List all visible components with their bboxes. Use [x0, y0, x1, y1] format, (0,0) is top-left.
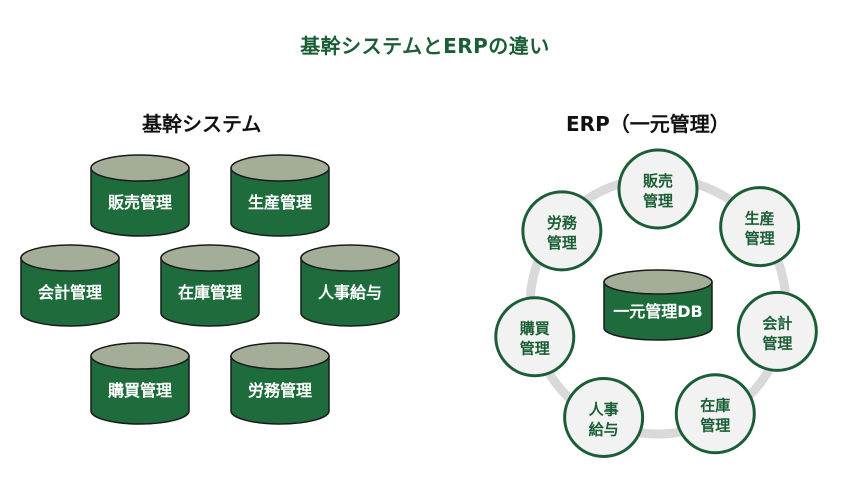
module-circle: [736, 290, 818, 372]
system-cylinder: 労務管理: [230, 342, 330, 425]
module-label-line1: 人事: [589, 400, 619, 418]
erp-module-node: 生産管理: [719, 186, 801, 268]
cylinder-top: [160, 244, 260, 272]
module-label-line2: 管理: [547, 234, 577, 252]
cylinder-label: 会計管理: [38, 283, 102, 302]
system-cylinder: 在庫管理: [160, 244, 260, 327]
central-database: 一元管理DB: [603, 269, 713, 341]
module-label-line1: 労務: [547, 214, 578, 232]
cylinder-top: [230, 154, 330, 182]
cylinder-top: [90, 154, 190, 182]
cylinder-body: [230, 355, 330, 425]
module-label-line2: 管理: [762, 334, 792, 352]
erp-module-node: 在庫管理: [674, 373, 756, 455]
module-label-line2: 給与: [589, 420, 619, 438]
cylinder-body: [300, 257, 400, 327]
module-label-line1: 購買: [519, 320, 550, 338]
module-circle: [719, 186, 801, 268]
module-circle: [617, 148, 699, 230]
cylinder-top: [90, 342, 190, 370]
cylinder-label: 生産管理: [248, 193, 312, 212]
cylinder-label: 販売管理: [108, 193, 172, 212]
diagram-title: 基幹システムとERPの違い: [300, 34, 550, 58]
system-cylinder: 購買管理: [90, 342, 190, 425]
cylinder-body: [230, 167, 330, 237]
cylinder-top: [20, 244, 120, 272]
erp-module-node: 人事給与: [563, 376, 645, 458]
cylinder-label: 人事給与: [318, 283, 382, 302]
module-label-line2: 管理: [520, 340, 550, 358]
cylinder-label: 在庫管理: [178, 283, 242, 302]
system-cylinder: 販売管理: [90, 154, 190, 237]
cylinder-label: 一元管理DB: [613, 302, 702, 321]
system-cylinder: 人事給与: [300, 244, 400, 327]
erp-module-node: 労務管理: [521, 190, 603, 272]
cylinder-body: [90, 167, 190, 237]
module-circle: [563, 376, 645, 458]
cylinder-label: 購買管理: [107, 381, 172, 400]
cylinder-body: [160, 257, 260, 327]
cylinder-top: [300, 244, 400, 272]
module-circle: [521, 190, 603, 272]
cylinder-top: [603, 269, 713, 295]
cylinder-body: [20, 257, 120, 327]
module-label-line1: 生産: [745, 210, 775, 228]
erp-module-node: 販売管理: [617, 148, 699, 230]
module-circle: [674, 373, 756, 455]
cylinder-top: [230, 342, 330, 370]
module-label-line1: 在庫: [700, 397, 730, 415]
cylinder-label: 労務管理: [248, 381, 312, 400]
system-cylinder: 会計管理: [20, 244, 120, 327]
cylinder-body: [90, 355, 190, 425]
erp-module-node: 会計管理: [736, 290, 818, 372]
erp-module-node: 購買管理: [494, 296, 576, 378]
module-circle: [494, 296, 576, 378]
module-label-line1: 会計: [762, 314, 792, 332]
module-label-line2: 管理: [745, 230, 775, 248]
erp-heading: ERP（一元管理）: [566, 112, 730, 136]
cylinder-body: [603, 281, 713, 341]
system-cylinder: 生産管理: [230, 154, 330, 237]
module-label-line2: 管理: [700, 417, 730, 435]
legacy-systems-heading: 基幹システム: [142, 112, 262, 136]
module-label-line2: 管理: [643, 192, 673, 210]
module-label-line1: 販売: [643, 172, 673, 190]
